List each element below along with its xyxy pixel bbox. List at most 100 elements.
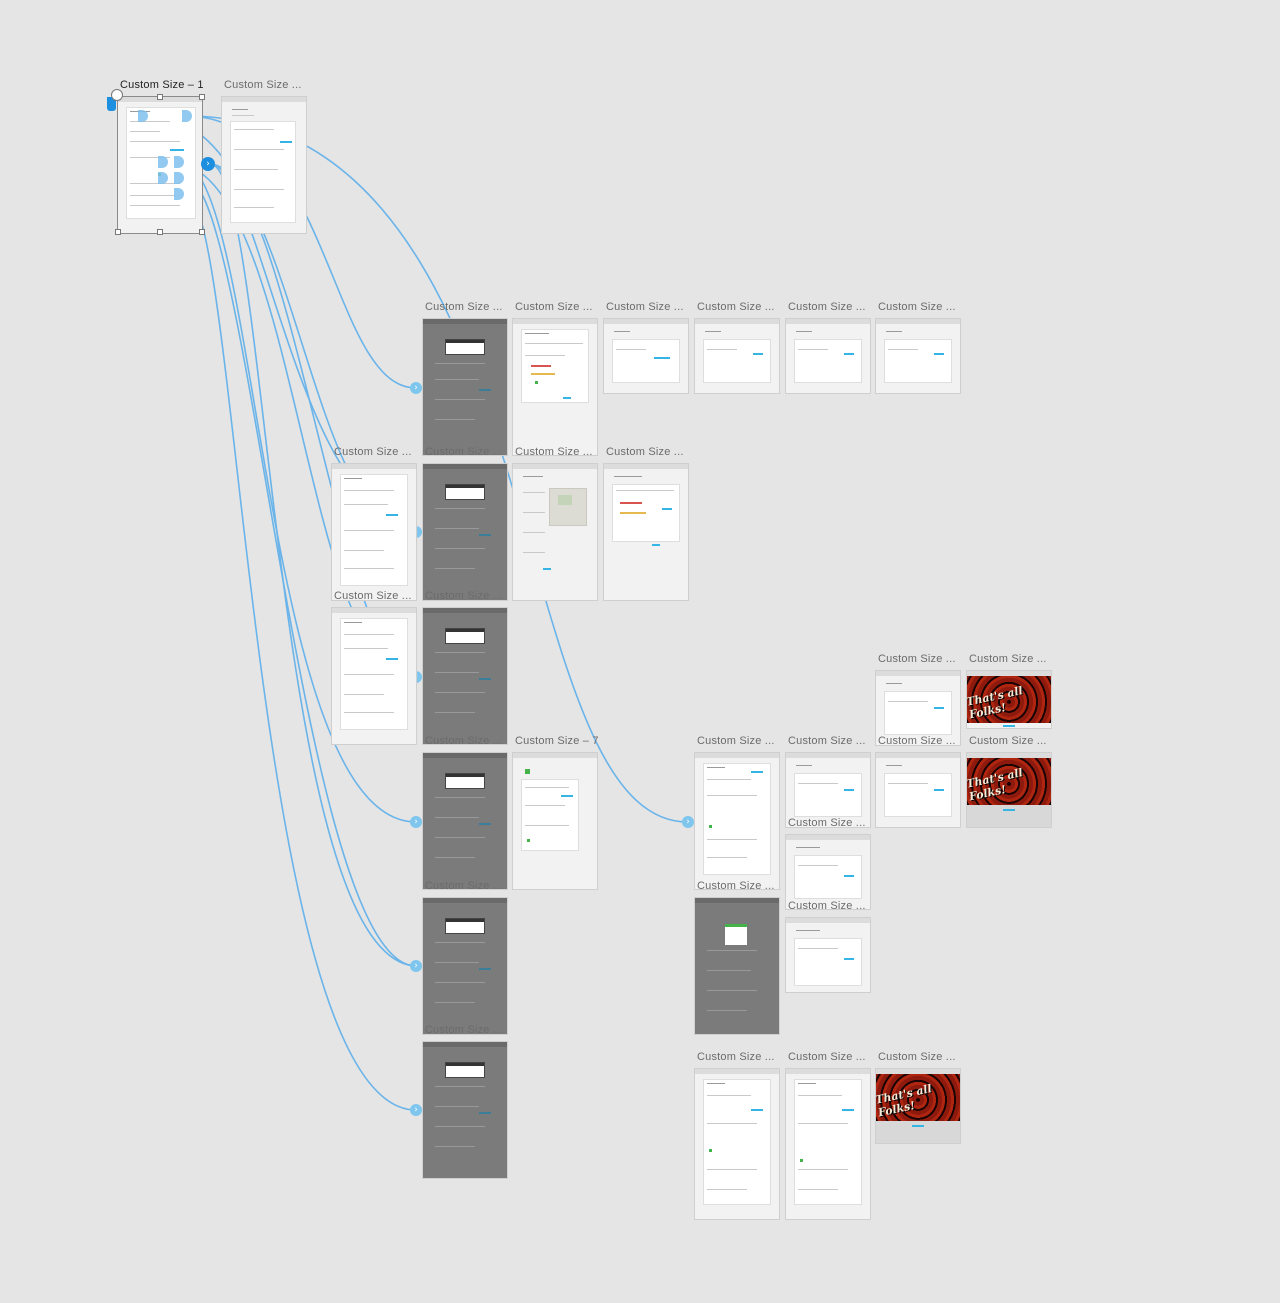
artboard-label[interactable]: Custom Size ...: [606, 301, 684, 313]
resize-handle[interactable]: [199, 94, 205, 100]
artboard[interactable]: Custom Size ...: [695, 735, 779, 889]
artboard-content: [423, 319, 507, 455]
wire: [185, 194, 417, 1111]
artboard-label[interactable]: Custom Size ...: [697, 301, 775, 313]
artboard[interactable]: Custom Size ...: [786, 301, 870, 393]
artboard-label[interactable]: Custom Size ...: [788, 900, 866, 912]
artboard-label[interactable]: Custom Size ...: [697, 1051, 775, 1063]
artboard[interactable]: Custom Size ... That's all Folks!: [967, 653, 1051, 728]
artboard-label[interactable]: Custom Size ...: [788, 301, 866, 313]
artboard[interactable]: Custom Size ...: [513, 446, 597, 600]
artboard[interactable]: Custom Size ...: [695, 880, 779, 1034]
artboard-label[interactable]: Custom Size – 1: [120, 79, 204, 91]
link-arrow-icon[interactable]: ›: [201, 157, 215, 171]
lock-icon[interactable]: [111, 89, 123, 101]
artboard-label[interactable]: Custom Size ...: [425, 301, 503, 313]
artboard-content: That's all Folks!: [876, 1069, 960, 1143]
artboard[interactable]: Custom Size ...: [876, 653, 960, 745]
artboard-label[interactable]: Custom Size ...: [425, 590, 503, 602]
artboard-label[interactable]: Custom Size ...: [425, 1024, 503, 1036]
artboard-content: [695, 753, 779, 889]
artboard-label[interactable]: Custom Size ...: [334, 590, 412, 602]
artboard-content: [423, 1042, 507, 1178]
link-hotspot[interactable]: [174, 172, 184, 184]
artboard-label[interactable]: Custom Size ...: [788, 817, 866, 829]
artboard-label[interactable]: Custom Size ...: [788, 735, 866, 747]
artboard-label[interactable]: Custom Size ...: [969, 653, 1047, 665]
artboard-content: [423, 753, 507, 889]
artboard-label[interactable]: Custom Size ...: [425, 446, 503, 458]
artboard-custom-size-7[interactable]: Custom Size – 7: [513, 735, 599, 889]
artboard[interactable]: Custom Size ...: [423, 301, 507, 455]
artboard[interactable]: Custom Size ...: [513, 301, 597, 455]
artboard-content: [513, 753, 597, 889]
link-target-icon[interactable]: ›: [410, 382, 422, 394]
artboard[interactable]: Custom Size ... That's all Folks!: [876, 1051, 960, 1143]
artboard[interactable]: Custom Size ...: [604, 446, 688, 600]
artboard[interactable]: Custom Size ...: [786, 735, 870, 827]
link-hotspot[interactable]: [174, 156, 184, 168]
artboard[interactable]: Custom Size ...: [423, 590, 507, 744]
artboard-label[interactable]: Custom Size ...: [425, 735, 503, 747]
link-target-icon[interactable]: ›: [682, 816, 694, 828]
artboard-label[interactable]: Custom Size – 7: [515, 735, 599, 747]
link-hotspot[interactable]: [182, 110, 192, 122]
artboard-content: [786, 753, 870, 827]
artboard-label[interactable]: Custom Size ...: [334, 446, 412, 458]
artboard-label[interactable]: Custom Size ...: [969, 735, 1047, 747]
artboard-content: [423, 464, 507, 600]
artboard-label[interactable]: Custom Size ...: [224, 79, 302, 91]
link-hotspot[interactable]: [158, 156, 168, 168]
resize-handle[interactable]: [157, 94, 163, 100]
artboard[interactable]: Custom Size ...: [423, 735, 507, 889]
artboard[interactable]: Custom Size ...: [332, 590, 416, 744]
artboard[interactable]: Custom Size ... That's all Folks!: [967, 735, 1051, 827]
artboard-label[interactable]: Custom Size ...: [788, 1051, 866, 1063]
resize-handle[interactable]: [157, 229, 163, 235]
artboard[interactable]: Custom Size ...: [786, 817, 870, 909]
artboard[interactable]: Custom Size ...: [604, 301, 688, 393]
link-target-icon[interactable]: ›: [410, 1104, 422, 1116]
artboard[interactable]: Custom Size ...: [423, 1024, 507, 1178]
map-thumbnail: [549, 488, 587, 526]
artboard-content: [332, 464, 416, 600]
thats-all-folks-image: That's all Folks!: [967, 758, 1051, 805]
artboard-content: [423, 898, 507, 1034]
artboard-content: [876, 319, 960, 393]
artboard-label[interactable]: Custom Size ...: [697, 880, 775, 892]
artboard[interactable]: Custom Size ...: [786, 1051, 870, 1219]
artboard[interactable]: Custom Size ...: [876, 735, 960, 827]
artboard-label[interactable]: Custom Size ...: [425, 880, 503, 892]
artboard-custom-size-1[interactable]: Custom Size – 1: [115, 79, 205, 235]
resize-handle[interactable]: [199, 229, 205, 235]
artboard[interactable]: Custom Size ...: [222, 79, 306, 233]
artboard-label[interactable]: Custom Size ...: [878, 653, 956, 665]
artboard-content: [695, 1069, 779, 1219]
link-hotspot[interactable]: [138, 110, 148, 122]
resize-handle[interactable]: [115, 229, 121, 235]
home-icon[interactable]: [107, 97, 116, 111]
artboard[interactable]: Custom Size ...: [786, 900, 870, 992]
artboard-label[interactable]: Custom Size ...: [697, 735, 775, 747]
artboard[interactable]: Custom Size ...: [423, 446, 507, 600]
link-target-icon[interactable]: ›: [410, 816, 422, 828]
artboard-label[interactable]: Custom Size ...: [878, 735, 956, 747]
artboard-content: [786, 918, 870, 992]
artboard-label[interactable]: Custom Size ...: [515, 446, 593, 458]
link-target-icon[interactable]: ›: [410, 960, 422, 972]
artboard-content: [604, 464, 688, 600]
artboard[interactable]: Custom Size ...: [423, 880, 507, 1034]
link-hotspot[interactable]: [174, 188, 184, 200]
artboard-label[interactable]: Custom Size ...: [515, 301, 593, 313]
artboard-label[interactable]: Custom Size ...: [878, 1051, 956, 1063]
artboard-label[interactable]: Custom Size ...: [878, 301, 956, 313]
artboard[interactable]: Custom Size ...: [695, 301, 779, 393]
link-hotspot[interactable]: [158, 172, 168, 184]
artboard[interactable]: Custom Size ...: [876, 301, 960, 393]
artboard-label[interactable]: Custom Size ...: [606, 446, 684, 458]
artboard-content: [513, 464, 597, 600]
artboard[interactable]: Custom Size ...: [332, 446, 416, 600]
artboard[interactable]: Custom Size ...: [695, 1051, 779, 1219]
